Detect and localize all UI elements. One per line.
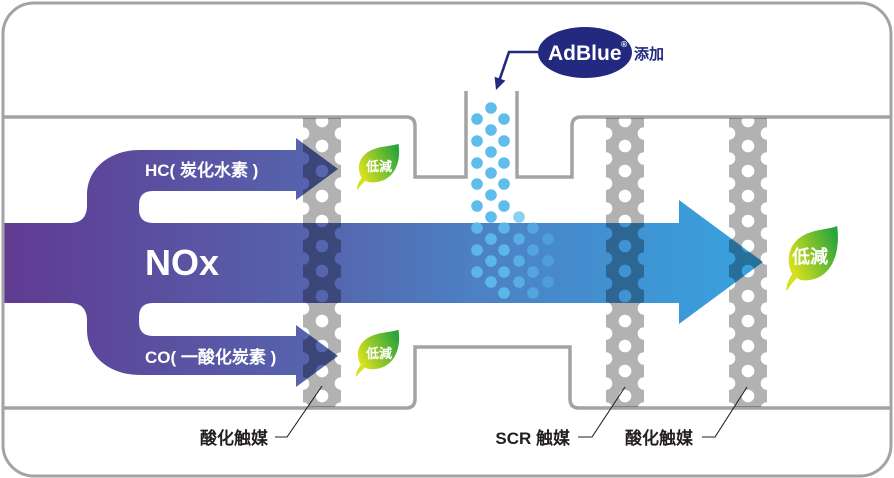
- reduction-label: 低減: [365, 346, 392, 361]
- reduction-badge-co: 低減: [356, 329, 400, 377]
- adblue-droplet: [498, 178, 510, 190]
- adblue-droplet: [485, 276, 497, 288]
- adblue-droplet: [471, 222, 483, 234]
- oxidation-catalyst-2: [729, 118, 767, 407]
- scr-catalyst: [606, 118, 644, 407]
- adblue-droplet: [498, 266, 510, 278]
- adblue-droplet: [485, 124, 497, 136]
- adblue-droplet: [485, 211, 497, 223]
- adblue-droplet: [542, 233, 554, 245]
- adblue-droplet: [485, 233, 497, 245]
- adblue-spray: [471, 102, 554, 299]
- adblue-droplet: [498, 287, 510, 299]
- reduction-label: 低減: [791, 246, 828, 267]
- adblue-droplet: [471, 200, 483, 212]
- arrow-down-icon: [494, 76, 506, 90]
- reduction-label: 低減: [365, 159, 392, 174]
- adblue-droplet: [485, 255, 497, 267]
- reduction-badge-nox: 低減: [786, 226, 838, 291]
- adblue-badge: [538, 27, 632, 78]
- adblue-droplet: [542, 255, 554, 267]
- adblue-droplet: [498, 157, 510, 169]
- leader-line: [578, 386, 626, 438]
- adblue-droplet: [485, 189, 497, 201]
- co-label: CO( 一酸化炭素 ): [145, 347, 276, 367]
- adblue-label: AdBlue: [548, 42, 622, 65]
- adblue-droplet: [527, 222, 539, 234]
- pipe-upper-wall-right: [515, 91, 891, 179]
- adblue-droplet: [527, 266, 539, 278]
- adblue-droplet: [498, 113, 510, 125]
- adblue-droplet: [471, 266, 483, 278]
- adblue-droplet: [498, 222, 510, 234]
- adblue-droplet: [527, 287, 539, 299]
- exhaust-flow: [3, 138, 763, 387]
- exhaust-pipe: [3, 91, 891, 410]
- adblue-droplet: [498, 244, 510, 256]
- adblue-droplet: [513, 211, 525, 223]
- leader-line: [275, 385, 323, 438]
- nox-arrow: [3, 200, 763, 324]
- nox-label: NOx: [145, 242, 219, 283]
- catalyst-label: SCR 触媒: [495, 428, 571, 448]
- pipe-lower-wall: [3, 345, 891, 410]
- adblue-droplet: [471, 178, 483, 190]
- adblue-droplet: [542, 276, 554, 288]
- catalyst-label-scr: SCR 触媒: [495, 386, 626, 448]
- adblue-droplet: [485, 167, 497, 179]
- adblue-droplet: [527, 244, 539, 256]
- pipe-upper-wall-left: [3, 91, 468, 179]
- oxidation-catalyst-1: [303, 118, 341, 407]
- leader-line: [702, 386, 748, 438]
- adblue-callout: AdBlue ® 添加: [494, 27, 664, 90]
- catalyst-label: 酸化触媒: [625, 428, 694, 448]
- catalyst-label-oxidation-1: 酸化触媒: [200, 385, 323, 448]
- adblue-droplet: [513, 233, 525, 245]
- adblue-droplet: [471, 157, 483, 169]
- registered-mark: ®: [621, 39, 628, 49]
- adblue-droplet: [513, 276, 525, 288]
- adblue-droplet: [485, 146, 497, 158]
- adblue-droplet: [513, 255, 525, 267]
- adblue-droplet: [485, 102, 497, 114]
- adblue-droplet: [471, 135, 483, 147]
- adblue-droplet: [498, 135, 510, 147]
- adblue-droplet: [471, 244, 483, 256]
- injection-arrow-line: [498, 50, 538, 80]
- catalyst-label-oxidation-2: 酸化触媒: [625, 386, 748, 448]
- hc-arrow: [70, 138, 338, 226]
- hc-label: HC( 炭化水素 ): [145, 160, 258, 180]
- catalyst-label: 酸化触媒: [200, 428, 269, 448]
- co-arrow: [70, 300, 338, 387]
- adblue-action-label: 添加: [634, 45, 664, 63]
- adblue-droplet: [498, 200, 510, 212]
- adblue-droplet: [471, 113, 483, 125]
- reduction-badge-hc: 低減: [357, 143, 400, 190]
